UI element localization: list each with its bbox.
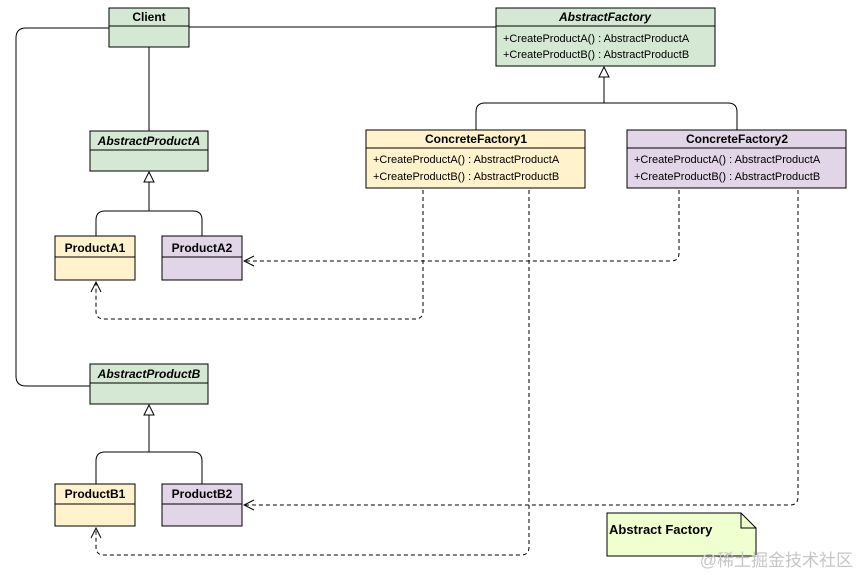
method: +CreateProductB() : AbstractProductB bbox=[503, 49, 689, 61]
product-a2-inherits-line bbox=[149, 172, 203, 236]
class-concrete-factory-2[interactable]: ConcreteFactory2 +CreateProductA() : Abs… bbox=[626, 129, 847, 189]
method: +CreateProductA() : AbstractProductA bbox=[373, 154, 560, 166]
class-client[interactable]: Client bbox=[108, 7, 190, 48]
class-name: AbstractProductB bbox=[97, 367, 201, 381]
factory2-inherits-line bbox=[604, 67, 738, 130]
class-name: AbstractProductA bbox=[97, 134, 201, 148]
class-name: AbstractFactory bbox=[558, 10, 652, 24]
watermark: @稀土掘金技术社区 bbox=[700, 551, 853, 570]
class-abstract-product-a[interactable]: AbstractProductA bbox=[89, 130, 209, 172]
class-name: Client bbox=[132, 10, 165, 24]
class-concrete-factory-1[interactable]: ConcreteFactory1 +CreateProductA() : Abs… bbox=[365, 129, 586, 189]
method: +CreateProductA() : AbstractProductA bbox=[503, 33, 690, 45]
class-product-a2[interactable]: ProductA2 bbox=[161, 235, 243, 281]
class-name: ProductB1 bbox=[65, 487, 126, 501]
note-abstract-factory[interactable]: Abstract Factory bbox=[606, 512, 757, 557]
class-name: ConcreteFactory1 bbox=[425, 132, 527, 146]
class-name: ProductB2 bbox=[172, 487, 233, 501]
method: +CreateProductB() : AbstractProductB bbox=[634, 171, 820, 183]
method: +CreateProductB() : AbstractProductB bbox=[373, 171, 559, 183]
factory2-creates-product-b2 bbox=[244, 190, 799, 505]
note-text: Abstract Factory bbox=[609, 522, 713, 537]
class-name: ProductA1 bbox=[65, 241, 126, 255]
class-abstract-product-b[interactable]: AbstractProductB bbox=[89, 363, 209, 405]
factory1-creates-product-b1 bbox=[96, 190, 530, 556]
factory2-creates-product-a2 bbox=[244, 190, 680, 261]
product-b2-inherits-line bbox=[149, 405, 203, 484]
client-to-product-b-link bbox=[15, 27, 109, 387]
connectors bbox=[15, 26, 738, 484]
class-product-b1[interactable]: ProductB1 bbox=[54, 483, 136, 527]
dependencies bbox=[96, 190, 799, 556]
class-abstract-factory[interactable]: AbstractFactory +CreateProductA() : Abst… bbox=[495, 7, 716, 67]
factory1-inherits-line bbox=[475, 102, 604, 130]
factory1-creates-product-a1 bbox=[96, 190, 424, 320]
method: +CreateProductA() : AbstractProductA bbox=[634, 154, 821, 166]
class-name: ProductA2 bbox=[172, 241, 233, 255]
class-product-b2[interactable]: ProductB2 bbox=[161, 483, 243, 527]
product-a1-inherits-line bbox=[95, 210, 149, 236]
product-b1-inherits-line bbox=[95, 451, 149, 484]
class-name: ConcreteFactory2 bbox=[686, 132, 788, 146]
class-product-a1[interactable]: ProductA1 bbox=[54, 235, 136, 281]
